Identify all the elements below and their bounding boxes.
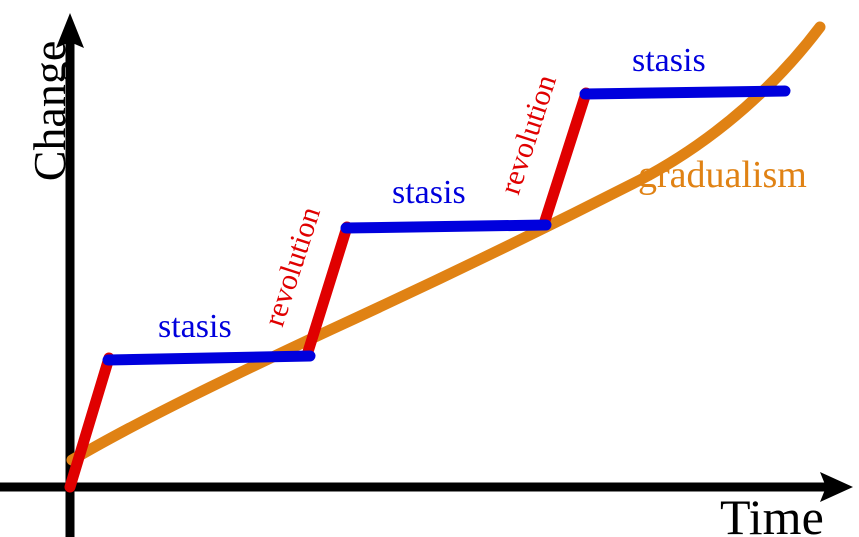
revolution-segment-1 — [64, 352, 115, 493]
gradualism-label: gradualism — [638, 154, 807, 196]
y-axis — [56, 13, 84, 537]
revolution-segment-3 — [538, 87, 592, 230]
gradualism-curve — [66, 21, 826, 466]
stasis-label-2: stasis — [392, 174, 466, 211]
y-axis-label: Change — [24, 40, 75, 182]
stasis-segment-3 — [579, 85, 791, 100]
x-axis-label: Time — [720, 489, 824, 537]
stasis-label-1: stasis — [158, 308, 232, 345]
x-axis — [0, 472, 853, 502]
stasis-segment-2 — [340, 219, 552, 234]
revolution-segment-2 — [301, 221, 353, 361]
stasis-label-3: stasis — [632, 42, 706, 79]
stasis-segment-1 — [102, 350, 316, 366]
